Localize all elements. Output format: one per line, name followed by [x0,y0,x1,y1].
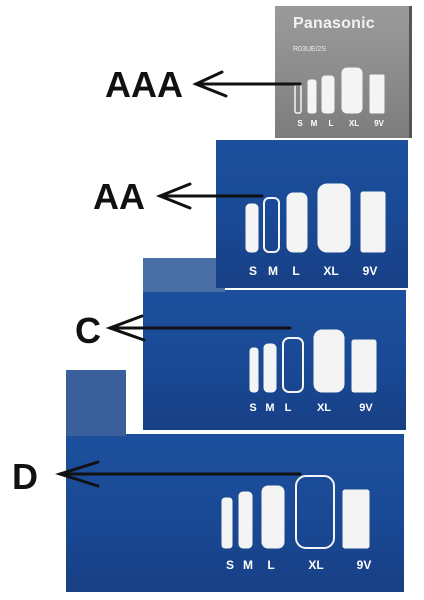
battery-s-icon [249,347,259,393]
size-label: 9V [362,264,378,278]
label-d: D [12,456,38,497]
battery-xl-icon [295,475,335,549]
size-label: L [292,264,300,278]
size-label: L [267,558,275,572]
size-label: XL [323,264,339,278]
battery-xl-icon [317,183,351,253]
size-label: 9V [374,119,384,128]
box-c-size-labels: S M L XL 9V [243,402,383,414]
battery-l-icon [282,337,304,393]
battery-xl-icon [313,329,345,393]
battery-l-icon [261,485,285,549]
battery-s-icon [245,203,259,253]
box-d-size-labels: S M L XL 9V [220,558,382,572]
arrowhead-aaa-icon [192,70,228,98]
size-label: XL [308,558,324,572]
size-label: XL [348,119,360,128]
battery-s-icon [221,497,233,549]
size-label: M [243,558,253,572]
size-label: XL [316,402,332,414]
box-aaa-size-labels: S M L XL 9V [293,119,391,128]
size-label: 9V [356,558,372,572]
size-label: S [297,119,303,128]
model-number: R03UE/2S [293,46,327,53]
size-label: 9V [359,402,373,414]
label-aaa: AAA [105,64,183,105]
size-label: M [310,119,318,128]
size-label: M [265,402,275,414]
label-aa: AA [93,176,145,217]
arrowhead-aa-icon [155,182,192,210]
brand-logo: Panasonic [293,15,375,32]
battery-m-icon [307,79,317,114]
size-label: S [225,558,234,572]
battery-xl-icon [341,67,363,114]
arrowhead-c-icon [105,314,146,342]
size-label: L [328,119,334,128]
label-c: C [75,310,101,351]
battery-l-icon [321,75,335,114]
size-label: S [248,264,257,278]
battery-9v-icon [360,191,386,253]
size-label: M [268,264,278,278]
battery-9v-icon [342,489,370,549]
box-c-top-lid [143,258,225,292]
battery-m-icon [263,197,280,253]
size-label: L [284,402,292,414]
battery-m-icon [263,343,277,393]
battery-l-icon [286,192,308,253]
battery-s-icon [294,84,302,114]
box-d-top-lid [66,370,126,436]
box-aa-size-labels: S M L XL 9V [243,264,387,278]
battery-m-icon [238,491,253,549]
battery-9v-icon [351,339,377,393]
arrowhead-d-icon [55,460,100,488]
battery-9v-icon [369,74,385,114]
size-label: S [249,402,257,414]
